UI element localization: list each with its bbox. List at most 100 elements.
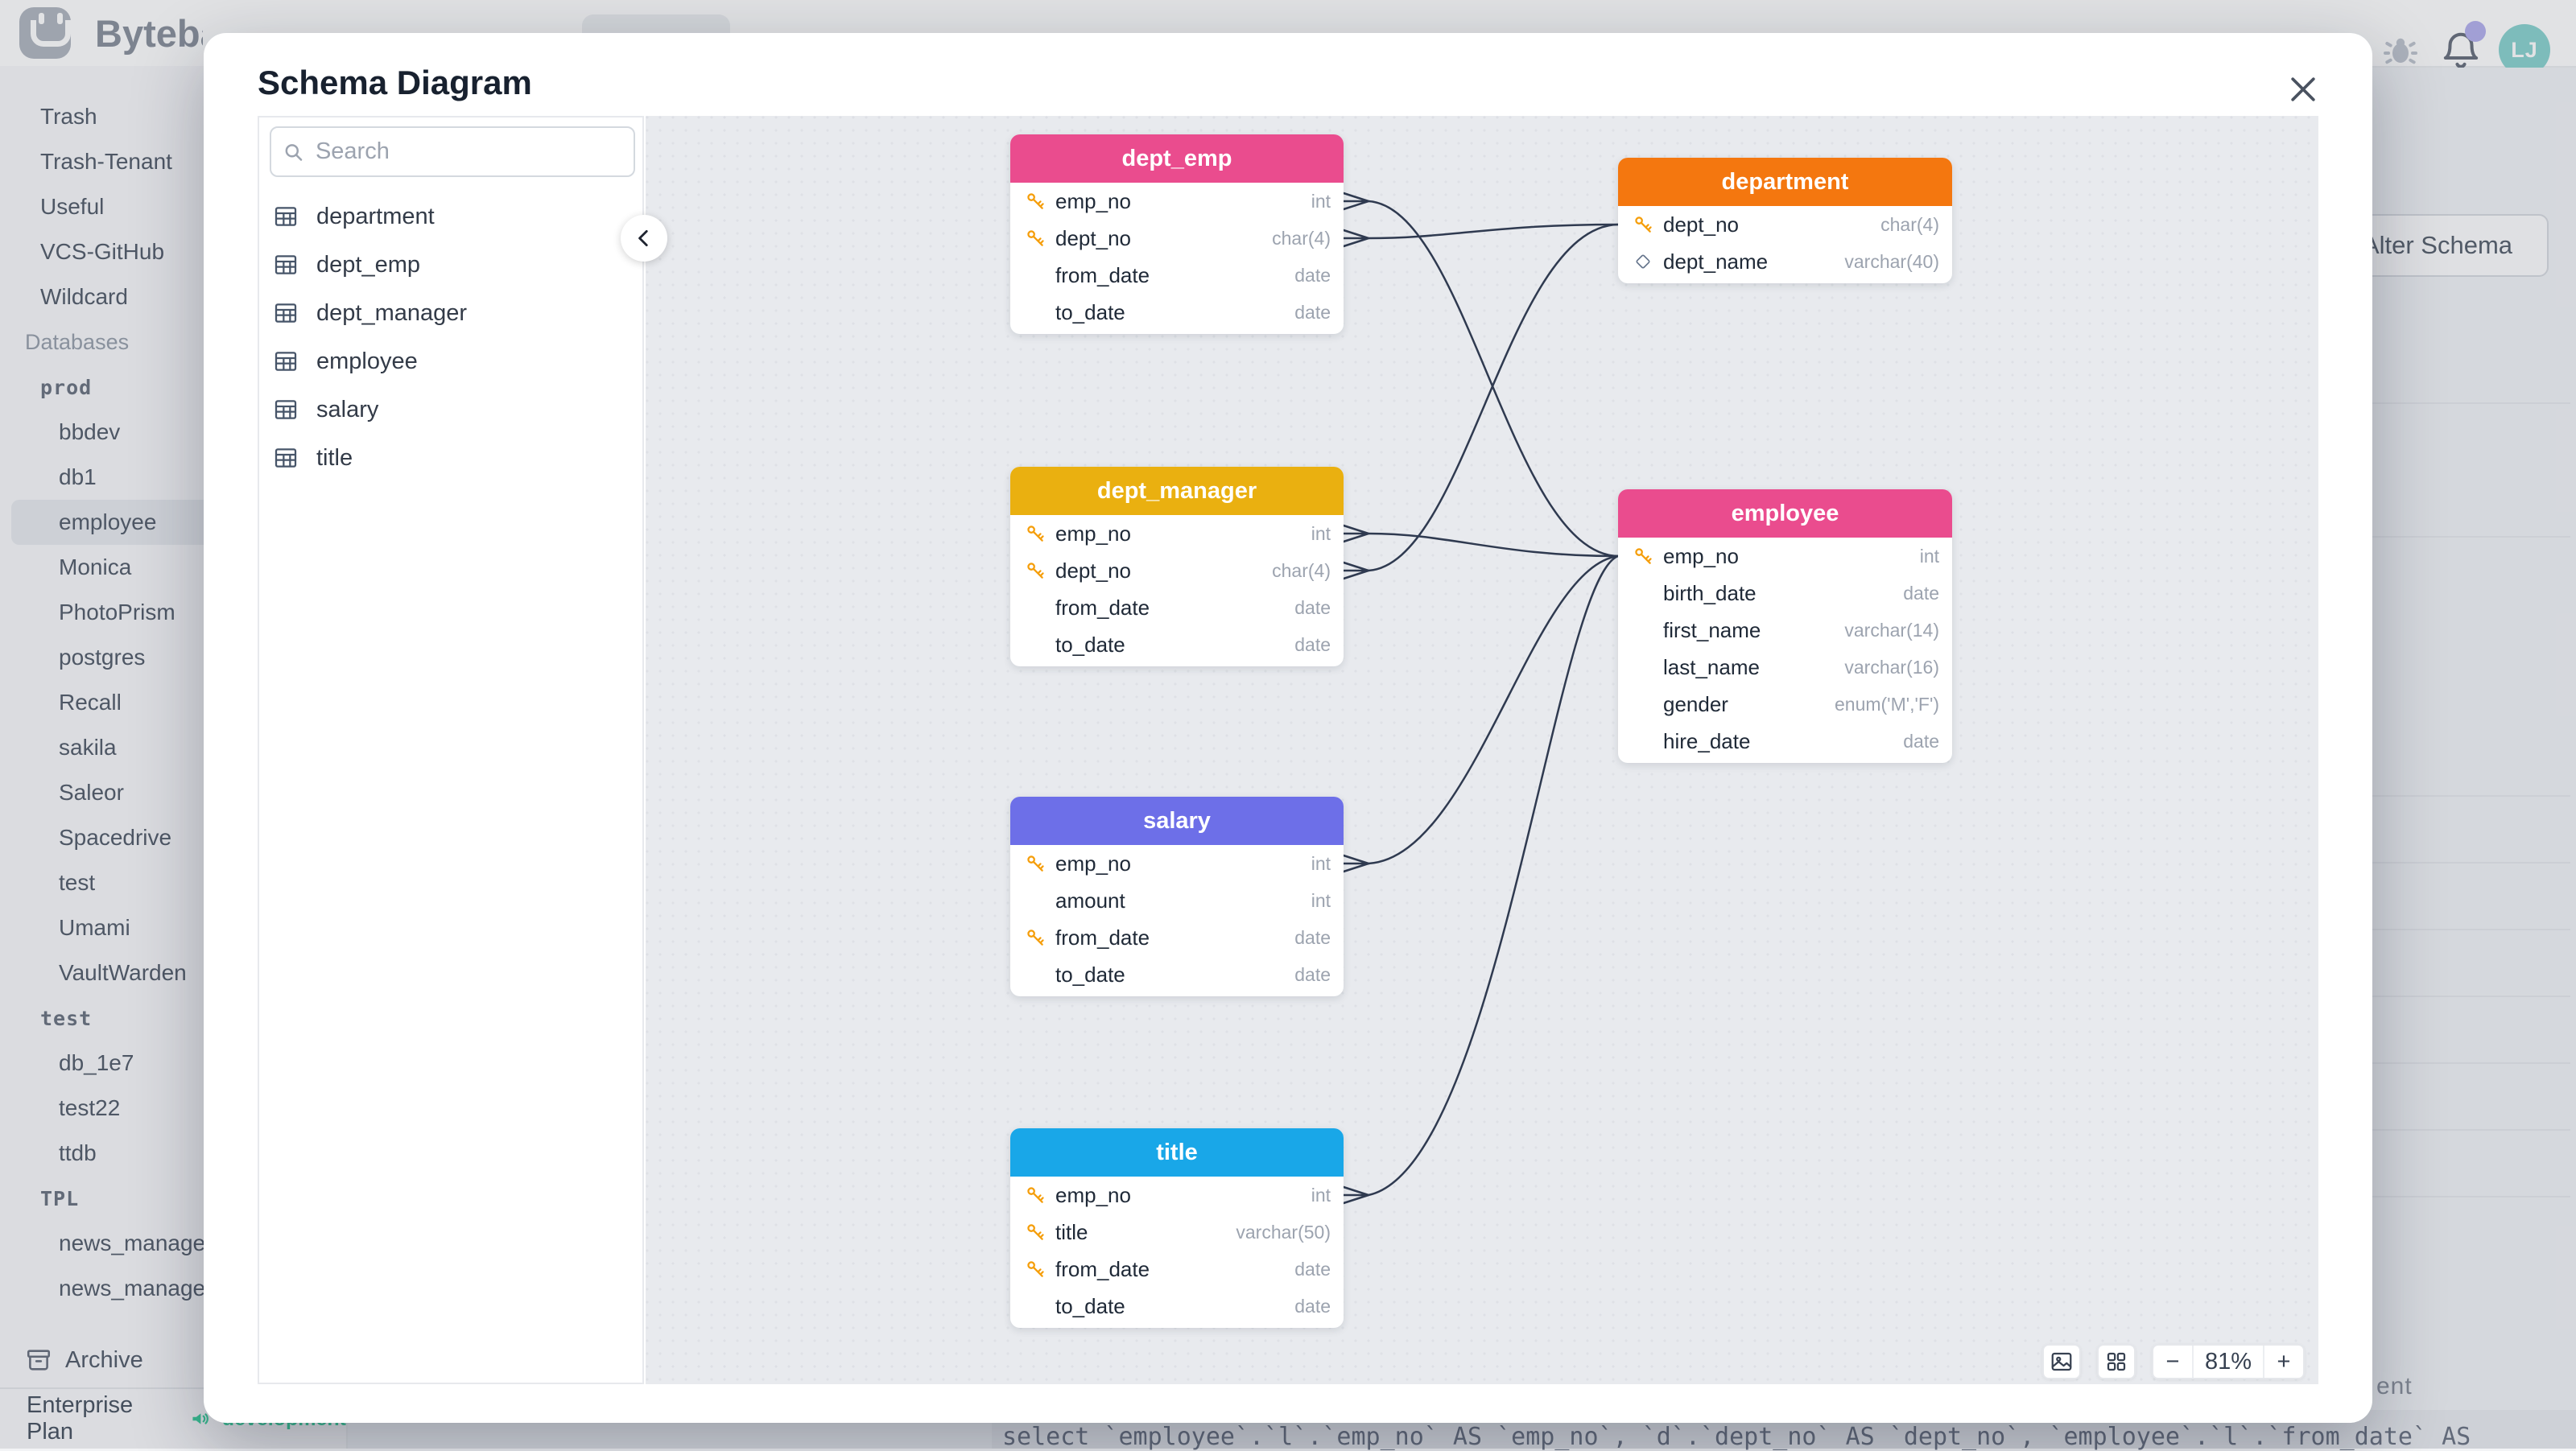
diagram-canvas[interactable]: dept_emp emp_no int dept_no char(4) from… [646,116,2318,1384]
bytebase-logo-icon [19,7,71,59]
entity-column-row: from_date date [1010,257,1344,294]
sidebar-item-database[interactable]: Recall [0,680,346,725]
table-list-item[interactable]: title [259,434,642,482]
database-label: db1 [59,464,97,489]
sidebar-item-database[interactable]: sakila [0,725,346,770]
schema-diagram-modal: Schema Diagram department dept_emp dept_… [204,33,2372,1423]
relation-dept_emp-employee [1367,200,1620,558]
database-label: sakila [59,735,117,760]
entity-header[interactable]: department [1618,158,1952,206]
table-list-item[interactable]: salary [259,385,642,434]
entity-card-dept_manager[interactable]: dept_manager emp_no int dept_no char(4) … [1010,467,1344,666]
column-name: dept_no [1055,225,1131,250]
zoom-in-label: + [2277,1348,2291,1375]
zoom-out-label: − [2165,1348,2180,1375]
crow-foot-dept_emp-dept_no [1342,229,1370,248]
sidebar-item-project[interactable]: Trash-Tenant [0,139,346,184]
sidebar-item-project[interactable]: Trash [0,94,346,139]
database-label: Recall [59,690,122,715]
entity-header[interactable]: salary [1010,797,1344,845]
relation-lines-layer [1342,192,1620,1205]
sidebar-item-database[interactable]: test22 [0,1086,346,1131]
entity-card-title[interactable]: title emp_no int title varchar(50) from_… [1010,1128,1344,1328]
sidebar-item-database[interactable]: Spacedrive [0,815,346,860]
bug-report-icon[interactable] [2381,32,2420,75]
primary-key-icon [1023,853,1047,874]
table-list-item[interactable]: dept_emp [259,241,642,289]
entity-column-row: last_name varchar(16) [1618,649,1952,686]
column-type: date [1294,301,1331,323]
entity-column-row: emp_no int [1010,1177,1344,1214]
sidebar-item-database[interactable]: PhotoPrism [0,590,346,635]
brand-name: Bytebase [95,12,203,55]
table-list-label: title [316,444,353,471]
sidebar-item-project[interactable]: Useful [0,184,346,229]
sidebar-item-database[interactable]: VaultWarden [0,950,346,996]
sidebar-item-database[interactable]: Saleor [0,770,346,815]
sidebar-env-group-test[interactable]: test [0,996,346,1041]
sidebar-item-project[interactable]: VCS-GitHub [0,229,346,274]
sidebar-item-database[interactable]: ttdb [0,1131,346,1176]
table-list-label: employee [316,348,418,374]
crow-foot-dept_emp-emp_no [1342,192,1370,211]
table-list-label: salary [316,396,379,423]
search-field[interactable] [270,126,635,177]
entity-card-employee[interactable]: employee emp_no int birth_date date firs… [1618,489,1952,763]
sidebar-env-group-tpl[interactable]: TPL [0,1176,346,1221]
entity-column-row: emp_no int [1618,538,1952,575]
entity-header[interactable]: title [1010,1128,1344,1177]
entity-card-salary[interactable]: salary emp_no int amount int from_date d… [1010,797,1344,996]
sidebar-item-project[interactable]: Wildcard [0,274,346,319]
background-text-fragment: ent [2376,1373,2413,1399]
zoom-in-button[interactable]: + [2263,1346,2303,1378]
column-name: dept_name [1663,249,1769,274]
close-icon[interactable] [2281,67,2326,112]
search-input[interactable] [313,138,622,166]
background-row-divider [2330,536,2570,538]
entity-column-row: hire_date date [1618,723,1952,760]
column-name: emp_no [1663,543,1739,568]
sidebar-item-database[interactable]: Monica [0,545,346,590]
column-name: from_date [1055,262,1150,287]
database-label: news_manage [59,1276,206,1301]
entity-column-row: to_date date [1010,294,1344,331]
user-avatar[interactable]: LJ [2499,24,2550,76]
table-icon [275,448,297,468]
zoom-out-button[interactable]: − [2153,1346,2194,1378]
export-image-button[interactable] [2042,1344,2081,1379]
table-list-panel: department dept_emp dept_manager employe… [258,116,644,1384]
sidebar-item-database[interactable]: postgres [0,635,346,680]
sidebar-item-label: Trash-Tenant [40,149,172,174]
sidebar-item-database[interactable]: bbdev [0,410,346,455]
entity-column-row: title varchar(50) [1010,1214,1344,1251]
entity-column-row: first_name varchar(14) [1618,612,1952,649]
sidebar-item-database[interactable]: news_manage [0,1266,346,1311]
entity-column-row: emp_no int [1010,515,1344,552]
column-type: date [1294,1258,1331,1280]
collapse-panel-button[interactable] [621,215,667,262]
auto-layout-button[interactable] [2097,1344,2136,1379]
sidebar-env-group-prod[interactable]: prod [0,365,346,410]
table-list-item[interactable]: employee [259,337,642,385]
entity-card-department[interactable]: department dept_no char(4) dept_name var… [1618,158,1952,283]
column-name: emp_no [1055,851,1131,876]
entity-header[interactable]: dept_emp [1010,134,1344,183]
entity-column-row: dept_name varchar(40) [1618,243,1952,280]
table-list-item[interactable]: dept_manager [259,289,642,337]
sidebar-item-database[interactable]: db1 [0,455,346,500]
column-name: to_date [1055,1293,1125,1318]
entity-header[interactable]: dept_manager [1010,467,1344,515]
entity-header[interactable]: employee [1618,489,1952,538]
table-list-item[interactable]: department [259,192,642,241]
sidebar-item-archive[interactable]: Archive [25,1338,143,1383]
column-name: hire_date [1663,728,1751,753]
table-list: department dept_emp dept_manager employe… [259,192,642,482]
entity-column-row: from_date date [1010,1251,1344,1288]
sidebar-item-database[interactable]: test [0,860,346,905]
sidebar-item-database[interactable]: Umami [0,905,346,950]
sidebar-item-database[interactable]: news_manage [0,1221,346,1266]
sidebar-item-database[interactable]: db_1e7 [0,1041,346,1086]
table-list-label: dept_manager [316,299,468,326]
entity-card-dept_emp[interactable]: dept_emp emp_no int dept_no char(4) from… [1010,134,1344,334]
column-type: int [1311,1184,1331,1206]
